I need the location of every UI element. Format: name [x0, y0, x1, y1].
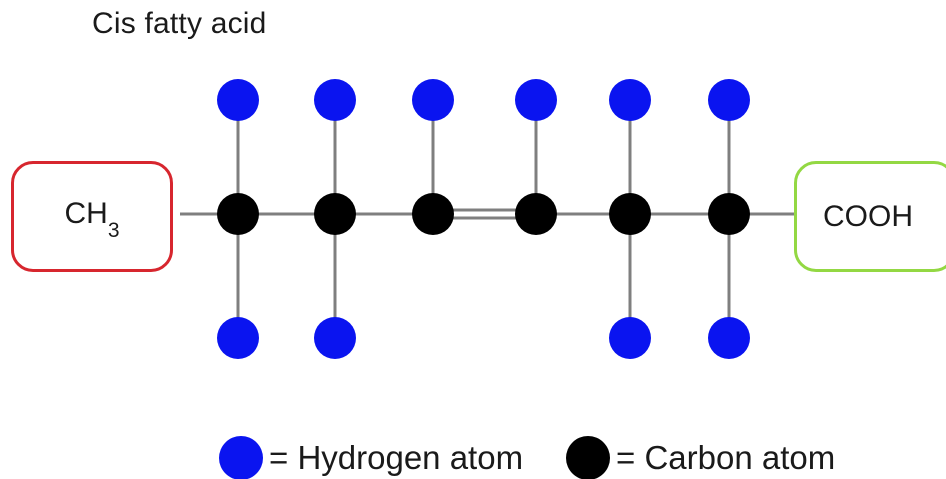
hydrogen-atom [314, 79, 356, 121]
hydrogen-atom [217, 317, 259, 359]
carbon-atom [217, 193, 259, 235]
bonds-layer [180, 100, 800, 338]
hydrogen-atom [217, 79, 259, 121]
hydrogen-atom [708, 317, 750, 359]
atoms-layer [217, 79, 750, 359]
methyl-group-box: CH3 [11, 161, 173, 272]
hydrogen-atom [412, 79, 454, 121]
carboxyl-group-box: COOH [794, 161, 946, 272]
carbon-atom [314, 193, 356, 235]
hydrogen-atom [515, 79, 557, 121]
hydrogen-atom [314, 317, 356, 359]
carbon-atom [609, 193, 651, 235]
carboxyl-group-label: COOH [823, 199, 913, 233]
carbon-atom-icon [566, 436, 610, 479]
carbon-atom [515, 193, 557, 235]
hydrogen-atom [609, 79, 651, 121]
legend-carbon-label: = Carbon atom [616, 439, 836, 476]
legend-hydrogen: = Hydrogen atom [219, 433, 523, 479]
hydrogen-atom-icon [219, 436, 263, 479]
legend-carbon: = Carbon atom [566, 433, 835, 479]
legend-hydrogen-label: = Hydrogen atom [269, 439, 524, 476]
hydrogen-atom [708, 79, 750, 121]
carbon-atom [412, 193, 454, 235]
methyl-group-label: CH3 [64, 197, 120, 242]
carbon-atom [708, 193, 750, 235]
hydrogen-atom [609, 317, 651, 359]
diagram-title: Cis fatty acid [92, 7, 267, 40]
